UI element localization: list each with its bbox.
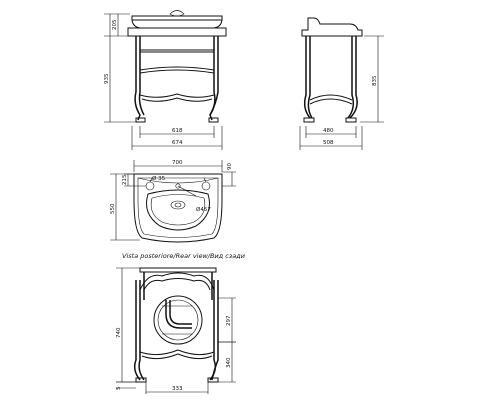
dim-bowl-diameter: Ø457 xyxy=(196,206,211,213)
dim-rear-height: 740 xyxy=(116,327,122,338)
dim-inner-width: 618 xyxy=(172,128,183,134)
side-view: 835 480 508 xyxy=(299,17,384,150)
rear-view: Vista posteriore/Rear view/Вид сзади 740… xyxy=(116,252,245,394)
dim-total-height: 935 xyxy=(104,73,110,84)
dim-outer-width: 674 xyxy=(172,140,183,146)
top-view: 700 90 215 550 Ø 35 Ø457 xyxy=(110,160,236,243)
dim-bottom-offset: 5 xyxy=(116,386,122,390)
dim-hole-diameter: Ø 35 xyxy=(152,175,166,182)
rear-view-caption: Vista posteriore/Rear view/Вид сзади xyxy=(122,252,245,260)
dim-side-margin: 90 xyxy=(227,163,233,170)
dim-body-height: 835 xyxy=(372,75,378,86)
dim-low-height: 340 xyxy=(226,357,232,368)
dim-top-depth: 550 xyxy=(110,203,116,214)
dim-hole-offset: 215 xyxy=(122,174,128,185)
dim-top-height: 205 xyxy=(112,19,118,30)
dim-rear-depth: 297 xyxy=(226,315,232,326)
front-view: 205 935 618 674 xyxy=(104,10,227,150)
dim-inner-depth: 480 xyxy=(323,128,334,134)
dim-leg-gap: 333 xyxy=(172,386,183,392)
dim-top-width: 700 xyxy=(172,160,183,166)
dim-outer-depth: 508 xyxy=(323,140,334,146)
